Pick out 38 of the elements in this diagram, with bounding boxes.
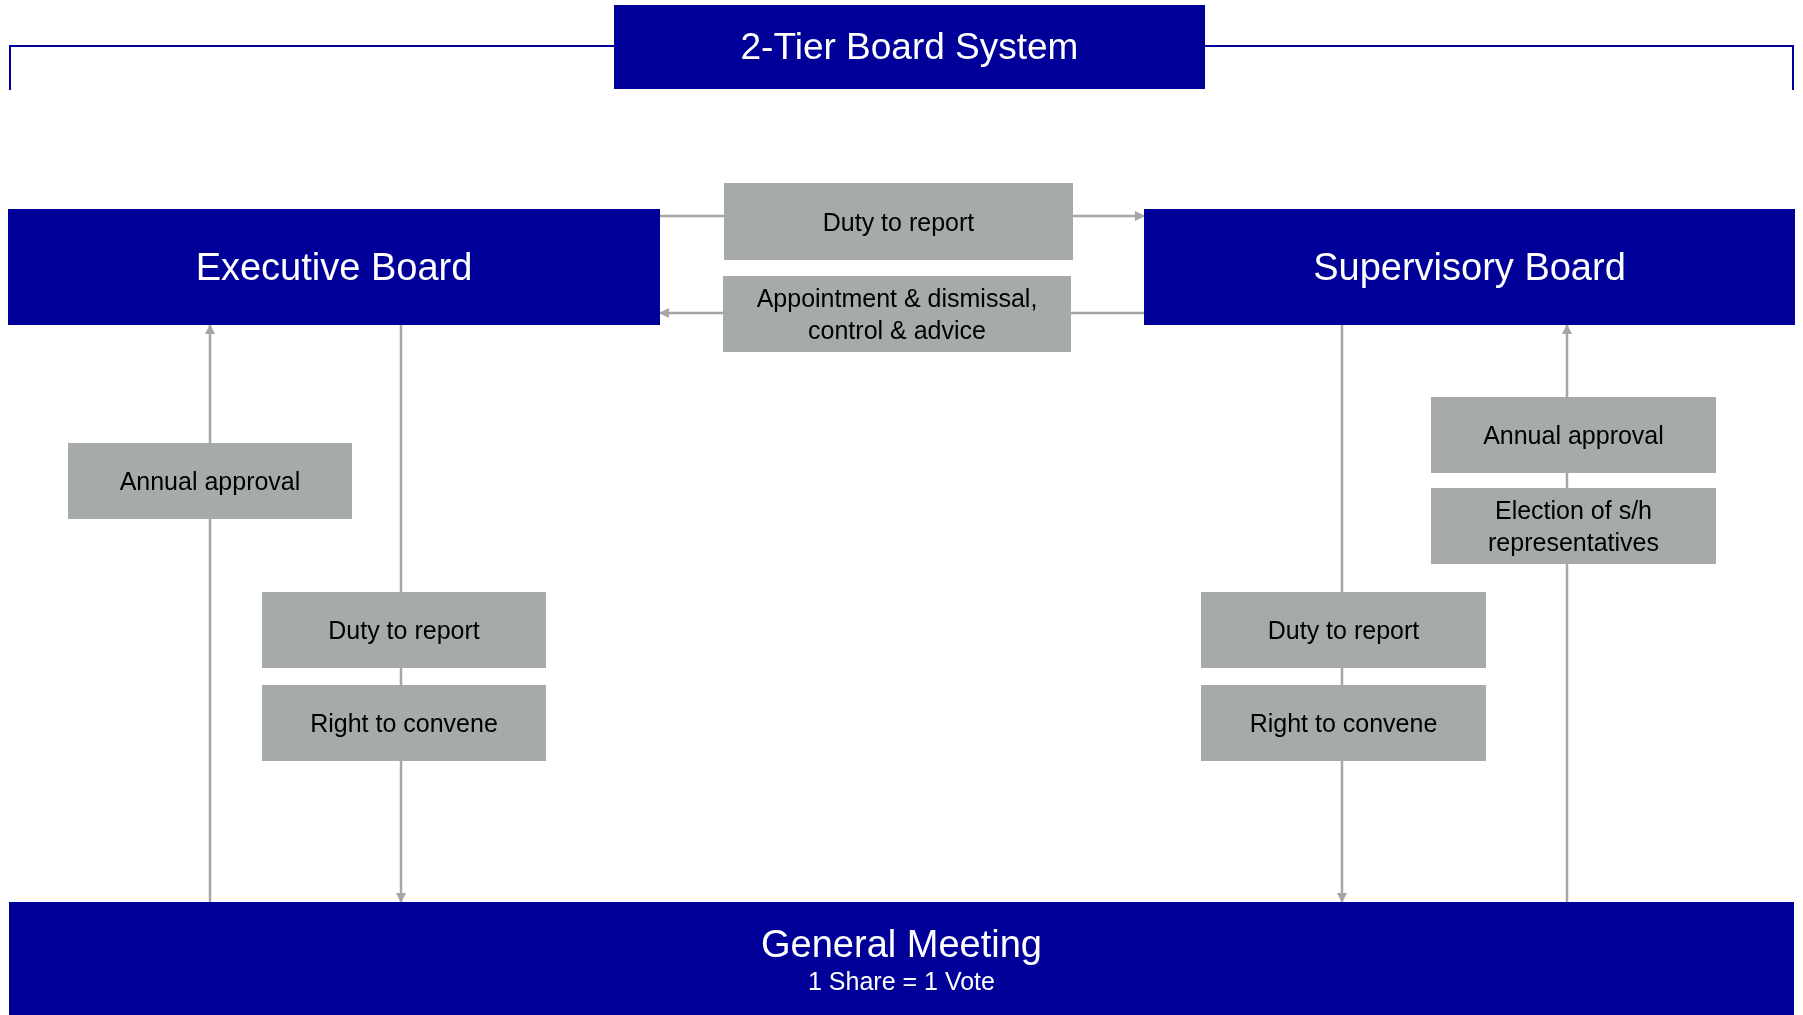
label-box xyxy=(262,685,546,761)
board-box xyxy=(1144,209,1795,325)
arrow xyxy=(396,761,406,903)
label-box xyxy=(68,443,352,519)
node-label: Annual approval xyxy=(119,466,301,497)
meeting-band xyxy=(9,902,1794,1015)
connector-line xyxy=(399,325,403,592)
connector-line xyxy=(1565,564,1569,902)
title-text: 2-Tier Board System xyxy=(740,25,1079,70)
connector-line xyxy=(1071,311,1144,315)
label-box xyxy=(1201,685,1486,761)
node-label: Duty to report xyxy=(328,615,480,646)
label-box xyxy=(262,592,546,668)
label-box xyxy=(1201,592,1486,668)
arrow xyxy=(1073,211,1145,221)
arrow xyxy=(659,308,723,318)
node-label: Duty to report xyxy=(1267,615,1420,646)
label-box xyxy=(724,183,1073,260)
label-box xyxy=(723,276,1071,352)
connector-line xyxy=(208,519,212,902)
board-box xyxy=(8,209,660,325)
arrow xyxy=(1337,761,1347,903)
label-box xyxy=(1431,397,1716,473)
node-label: Appointment & dismissal, control & advice xyxy=(755,283,1039,346)
connector-line xyxy=(660,214,724,218)
node-label: General Meeting xyxy=(761,921,1042,966)
label-box xyxy=(1431,488,1716,564)
node-label: Supervisory Board xyxy=(1313,244,1626,290)
node-subtitle: 1 Share = 1 Vote xyxy=(808,965,995,996)
node-label: Election of s/h representatives xyxy=(1487,495,1660,558)
connector-line xyxy=(1340,325,1344,592)
arrow xyxy=(205,324,215,443)
node-label: Right to convene xyxy=(310,708,498,739)
node-label: Annual approval xyxy=(1483,420,1664,451)
node-label: Right to convene xyxy=(1249,708,1438,739)
arrow xyxy=(1562,324,1572,397)
node-label: Duty to report xyxy=(822,206,975,238)
node-label: Executive Board xyxy=(195,244,473,290)
